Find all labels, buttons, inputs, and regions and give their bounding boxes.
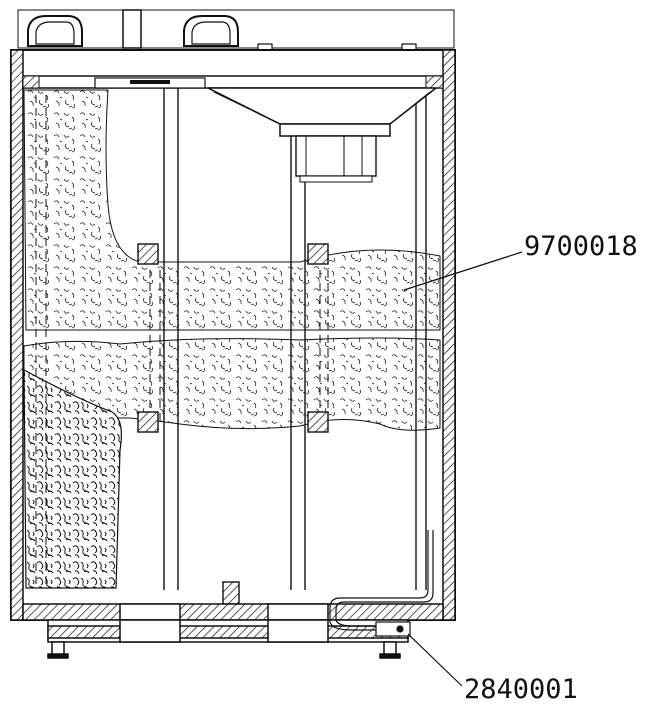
top-hardware bbox=[17, 9, 455, 53]
callout-part-9700018: 9700018 bbox=[524, 231, 638, 262]
insulation-lower bbox=[23, 368, 122, 589]
cable-routing bbox=[329, 530, 434, 637]
leader-lines bbox=[403, 251, 523, 687]
hidden-frame-lines bbox=[35, 95, 329, 586]
brace-blocks bbox=[137, 243, 329, 605]
insulation-middle bbox=[23, 337, 441, 431]
driver-assembly bbox=[207, 87, 439, 183]
insulation-upper bbox=[23, 89, 441, 331]
base-assembly bbox=[22, 603, 444, 659]
top-frame bbox=[22, 75, 444, 89]
callout-part-2840001: 2840001 bbox=[464, 674, 578, 705]
